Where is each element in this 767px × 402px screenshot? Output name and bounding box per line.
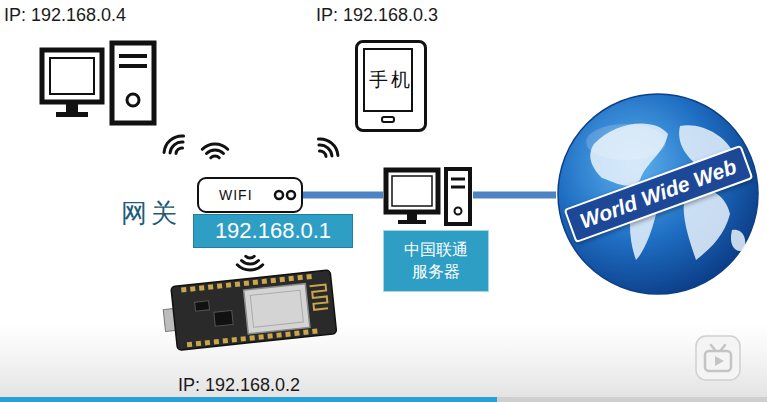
pc-drive [119,54,147,58]
ip-label: IP: 192.168.0.3 [316,4,438,26]
pc-monitor [42,50,102,102]
wifi-signal [161,132,189,159]
globe: World Wide Web [556,92,760,296]
pcb-antenna [310,284,328,310]
chip [214,310,233,326]
progress-bar [0,397,497,402]
wifi-signal [237,256,262,270]
board-pcb [171,270,337,350]
ip-label: IP: 192.168.0.2 [178,374,300,396]
globe-shine [586,124,666,160]
pin-row [181,274,318,347]
esp-board [161,270,337,351]
server-node: 中国联通 服务器 [383,166,473,292]
router-led [275,191,283,199]
progress-track [497,397,767,402]
pc-screen [50,58,94,94]
pc-power [127,94,139,106]
network-link [473,192,556,199]
router-box: WIFI [197,177,303,213]
pc-base [56,112,88,117]
server-monitor [386,170,438,212]
node-text: 192.168.0.1 [194,215,352,247]
chip [195,301,210,311]
pc-drive [119,64,147,68]
continent [731,230,745,251]
server-stand [407,213,417,220]
phone-device: 手机 [355,40,427,132]
wifi-module-shield [244,284,310,334]
shield-edge [250,290,303,327]
server-icon [386,169,470,224]
node-text: WIFI [219,179,301,211]
pc-tower [112,43,154,123]
server-tower [446,169,470,224]
pc-icon [42,43,154,123]
phone-button [382,117,394,122]
network-link [303,192,383,199]
node-text: 中国联通 服务器 [383,230,489,292]
server-base [398,220,426,224]
bottom-fade [0,322,767,402]
server-screen [392,176,432,206]
ip-label: IP: 192.168.0.4 [4,4,126,26]
pc-stand [66,103,78,112]
node-text: 手机 [364,49,418,111]
gateway-ip-box: 192.168.0.1 [193,214,353,248]
wifi-signal [313,135,341,162]
server-drive [451,178,465,181]
server-power [455,208,462,215]
router-led [287,191,295,199]
wifi-signal [202,144,227,158]
player-icon [696,336,740,380]
gateway-label: 网关 [121,199,181,229]
globe-sphere [558,94,758,294]
server-drive [451,186,465,189]
